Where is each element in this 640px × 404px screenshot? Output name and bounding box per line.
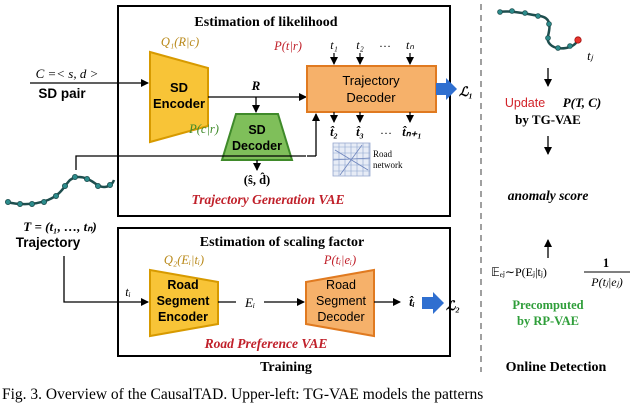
q2-label: Q₂(Eᵢ|tᵢ): [164, 253, 204, 267]
rs-decoder-shape: [305, 268, 375, 338]
fraction-numerator: 1: [603, 256, 609, 270]
r-label: R: [251, 78, 261, 93]
sd-decoder-line2: Decoder: [232, 139, 282, 153]
rp-vae-label: Road Preference VAE: [204, 336, 328, 351]
online-trajectory-points: [497, 8, 573, 51]
loss1-arrow: [436, 78, 457, 100]
online-trajectory-point: [546, 21, 552, 27]
rs-encoder-line1: Road: [167, 278, 198, 292]
training-label: Training: [260, 360, 312, 375]
c-equation: C =< s, d >: [36, 66, 99, 81]
p-c-r-label: P(c|r): [188, 122, 219, 136]
road-network-lines: [332, 144, 371, 176]
online-trajectory-point: [522, 10, 528, 16]
t-output-3: t̂₃: [356, 125, 364, 139]
expectation-label: 𝔼ₑⱼ∼P(Eⱼ|tⱼ): [491, 265, 547, 279]
t-input-labels: t₁ t₂ … tₙ: [330, 36, 414, 52]
t-output-ellipsis: …: [380, 123, 392, 137]
rs-encoder-line2: Segment: [157, 294, 211, 308]
sd-hat-label: (ŝ, d̂): [244, 173, 270, 187]
scaling-factor-panel: [117, 227, 451, 357]
sd-encoder-line1: SD: [170, 80, 188, 95]
trajectory-point: [62, 182, 69, 189]
trajectory-point: [107, 181, 114, 188]
t-input-2: t₂: [356, 38, 364, 52]
trajectory-points: [5, 173, 114, 207]
update-word: Update: [505, 96, 545, 110]
ei-label: Eᵢ: [244, 295, 255, 310]
trajectory-point: [72, 173, 79, 180]
online-trajectory-point: [497, 9, 503, 15]
trajectory-point: [28, 200, 35, 207]
by-tgvae-label: by TG-VAE: [515, 112, 581, 127]
figure-caption: Fig. 3. Overview of the CausalTAD. Upper…: [2, 386, 483, 403]
scaling-title: Estimation of scaling factor: [200, 235, 364, 250]
t-equation: T = (t₁, …, tₙ): [23, 219, 96, 234]
likelihood-panel: [117, 5, 451, 217]
loss2-arrow: [422, 292, 444, 314]
traj-decoder-line2: Decoder: [346, 90, 396, 105]
online-trajectory-point: [535, 13, 541, 19]
traj-to-rs-encoder-arrow: [63, 256, 149, 306]
trajectory-point: [41, 198, 48, 205]
trajectory-curve: [5, 175, 116, 206]
ti-hat-label: t̂ᵢ: [409, 294, 415, 309]
traj-decoder-line1: Trajectory: [342, 73, 400, 88]
online-trajectory-point: [545, 35, 551, 41]
online-detection-label: Online Detection: [506, 360, 607, 375]
q1-label: Q₁(R|c): [161, 35, 199, 49]
t-output-n1: t̂ₙ₊₁: [402, 125, 422, 139]
trajectory-point: [5, 198, 11, 205]
p-t-r-label: P(t|r): [273, 39, 302, 53]
trajectory-point: [84, 175, 91, 182]
t-input-1: t₁: [330, 38, 338, 52]
rs-decoder-line2: Segment: [316, 294, 367, 308]
t-input-ellipsis: …: [379, 36, 391, 50]
road-network-line1: Road: [373, 149, 392, 159]
trajectory-point: [95, 182, 102, 189]
online-trajectory-illustration: [497, 8, 582, 51]
loss1-label: ℒ₁: [459, 84, 473, 99]
by-rpvae-label: by RP-VAE: [517, 314, 579, 328]
p-ti-ei-label: P(tᵢ|eᵢ): [323, 253, 356, 267]
sd-decoder-shape: [220, 113, 294, 161]
online-trajectory-point: [509, 8, 515, 14]
loss2-label: ℒ₂: [446, 298, 460, 313]
rs-decoder-line3: Decoder: [317, 310, 364, 324]
trajectory-point: [53, 192, 60, 199]
trajectory-point: [16, 200, 23, 207]
t-output-labels: t̂₂ t̂₃ … t̂ₙ₊₁: [330, 123, 422, 139]
online-trajectory-point: [567, 43, 573, 49]
rs-encoder-line3: Encoder: [158, 310, 208, 324]
sd-encoder-line2: Encoder: [153, 96, 205, 111]
ti-input-label: tᵢ: [125, 285, 130, 299]
t-input-n: tₙ: [406, 38, 414, 52]
trajectory-decoder-box: [306, 65, 437, 113]
sd-encoder-shape: [149, 50, 209, 144]
tj-label: tⱼ: [587, 49, 593, 63]
rs-decoder-line1: Road: [326, 278, 356, 292]
road-network-line2: network: [373, 160, 403, 170]
online-trajectory-point: [555, 45, 561, 51]
trajectory-label: Trajectory: [16, 235, 81, 250]
update-formula: P(T, C): [563, 95, 602, 110]
tg-vae-label: Trajectory Generation VAE: [192, 192, 345, 207]
sd-decoder-line1: SD: [248, 123, 265, 137]
fraction-denominator: P(tⱼ|eⱼ): [590, 275, 622, 289]
likelihood-title: Estimation of likelihood: [194, 15, 337, 30]
anomaly-score-label: anomaly score: [508, 188, 589, 203]
current-point-marker: [574, 36, 582, 44]
trajectory-illustration: [5, 173, 116, 207]
precomputed-label: Precomputed: [512, 298, 583, 312]
traj-to-decoder-line: [75, 155, 306, 170]
rs-encoder-shape: [149, 268, 219, 338]
sd-pair-label: SD pair: [38, 86, 86, 101]
t-output-2: t̂₂: [330, 125, 338, 139]
